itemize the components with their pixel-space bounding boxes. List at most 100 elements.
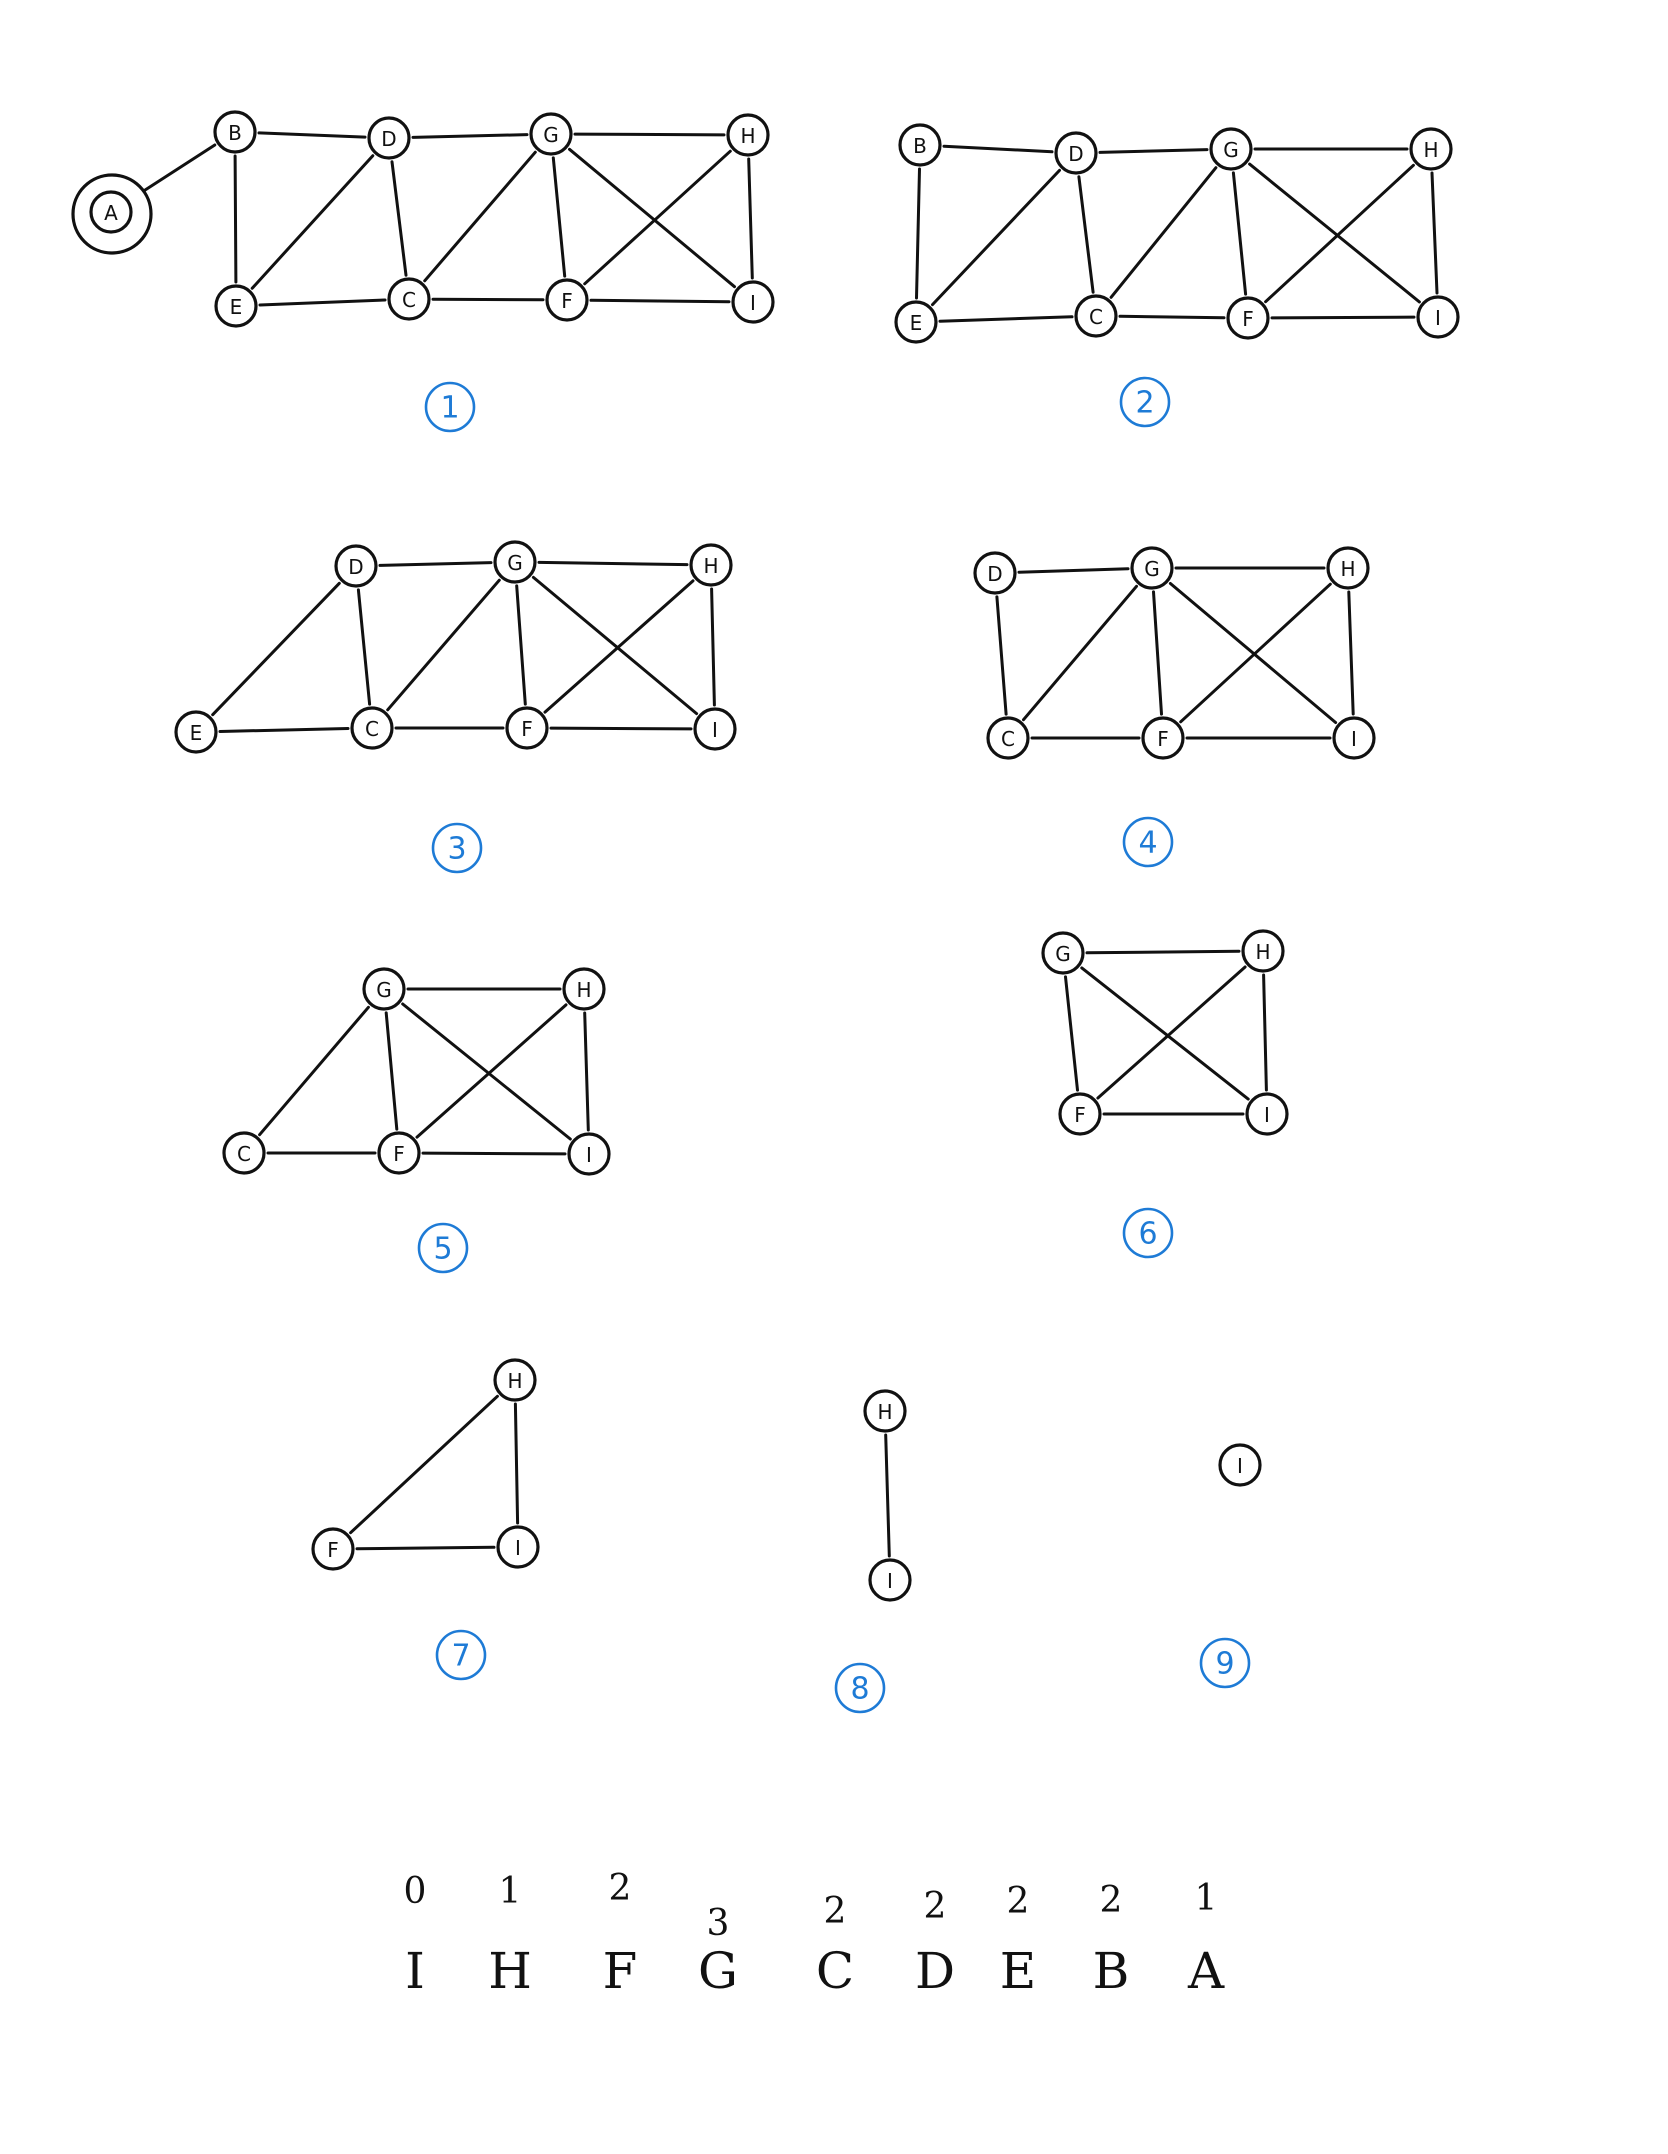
edge-D-G — [1017, 567, 1130, 574]
step-number-6: 6 — [1122, 1207, 1174, 1259]
node-circle — [1326, 546, 1370, 590]
sequence-vertex: F — [603, 1942, 638, 2000]
node-circle — [693, 707, 737, 751]
node-E: E — [174, 710, 218, 754]
step-number-text: 6 — [1138, 1217, 1157, 1252]
step-number-9: 9 — [1199, 1637, 1251, 1689]
sequence-vertex: A — [1187, 1942, 1225, 2000]
edge-G-F — [1064, 975, 1079, 1092]
node-I: I — [496, 1525, 540, 1569]
edge-D-C — [356, 588, 372, 706]
node-circle — [367, 116, 411, 160]
node-label: I — [1435, 306, 1441, 330]
step-number-8: 8 — [834, 1662, 886, 1714]
node-H: H — [689, 543, 733, 587]
edge-H-F — [349, 1394, 499, 1535]
node-I: I — [868, 1558, 912, 1602]
edge-H-F — [1264, 163, 1415, 304]
node-E: E — [894, 300, 938, 344]
node-label: F — [1074, 1103, 1086, 1127]
node-D: D — [367, 116, 411, 160]
node-circle — [689, 543, 733, 587]
node-I: I — [1416, 295, 1460, 339]
sequence-degree: 2 — [1007, 1881, 1030, 1922]
sequence-degree: 3 — [707, 1903, 730, 1944]
edge-H-F — [543, 579, 695, 714]
edge-D-G — [1098, 148, 1209, 154]
node-D: D — [973, 551, 1017, 595]
step-number-3: 3 — [431, 822, 483, 874]
node-circle — [1141, 716, 1185, 760]
node-circle — [1245, 1092, 1289, 1136]
node-label: C — [402, 288, 416, 312]
edge-H-F — [583, 149, 732, 286]
node-circle — [377, 1131, 421, 1175]
node-circle — [1041, 931, 1085, 975]
sequence-vertex: G — [698, 1942, 738, 2000]
step-number-circle — [424, 381, 476, 433]
sequence-degree: 2 — [924, 1886, 947, 1927]
node-I: I — [1245, 1092, 1289, 1136]
node-circle — [362, 967, 406, 1011]
node-circle — [1241, 929, 1285, 973]
node-circle — [1054, 131, 1098, 175]
node-G: G — [1130, 546, 1174, 590]
edge-H-F — [1179, 582, 1332, 724]
node-circle — [222, 1131, 266, 1175]
node-label: D — [1068, 142, 1083, 166]
node-circle — [1226, 296, 1270, 340]
step-number-text: 9 — [1215, 1647, 1234, 1682]
node-circle — [1218, 1443, 1262, 1487]
edge-G-F — [384, 1011, 399, 1131]
node-label: D — [348, 555, 363, 579]
edge-G-F — [551, 156, 567, 278]
sequence-vertex: B — [1093, 1942, 1130, 2000]
edge-H-I — [1347, 590, 1355, 716]
node-label: H — [877, 1400, 892, 1424]
node-label: I — [1237, 1454, 1243, 1478]
node-label: G — [507, 551, 523, 575]
node-B: B — [898, 123, 942, 167]
node-circle — [973, 551, 1017, 595]
node-circle — [986, 716, 1030, 760]
edge-G-I — [1248, 162, 1421, 304]
edge-G-I — [531, 575, 699, 716]
edge-G-I — [1080, 966, 1250, 1101]
node-label: F — [1242, 307, 1254, 331]
step-number-text: 5 — [433, 1232, 452, 1267]
node-circle — [562, 967, 606, 1011]
node-F: F — [1058, 1092, 1102, 1136]
edge-G-I — [401, 1002, 572, 1141]
edge-G-F — [1231, 171, 1248, 296]
edge-H-I — [513, 1402, 520, 1525]
node-label: C — [1001, 727, 1015, 751]
node-label: H — [1423, 138, 1438, 162]
node-I: I — [1332, 716, 1376, 760]
node-label: G — [1144, 557, 1160, 581]
edge-F-I — [1270, 315, 1416, 320]
node-H: H — [1241, 929, 1285, 973]
node-circle — [1416, 295, 1460, 339]
node-circle — [311, 1527, 355, 1571]
node-B: B — [213, 110, 257, 154]
node-label: I — [887, 1569, 893, 1593]
node-circle — [387, 277, 431, 321]
node-label: I — [586, 1143, 592, 1167]
node-label: G — [543, 123, 559, 147]
sequence-degree: 2 — [1100, 1880, 1123, 1921]
node-label: F — [561, 289, 573, 313]
node-E: E — [214, 284, 258, 328]
node-label: F — [327, 1538, 339, 1562]
step-number-circle — [431, 822, 483, 874]
node-circle — [894, 300, 938, 344]
node-H: H — [726, 113, 770, 157]
edge-G-I — [568, 147, 736, 289]
graph-step-9: I9 — [1199, 1443, 1262, 1689]
node-label: E — [190, 721, 203, 745]
node-circle — [1332, 716, 1376, 760]
